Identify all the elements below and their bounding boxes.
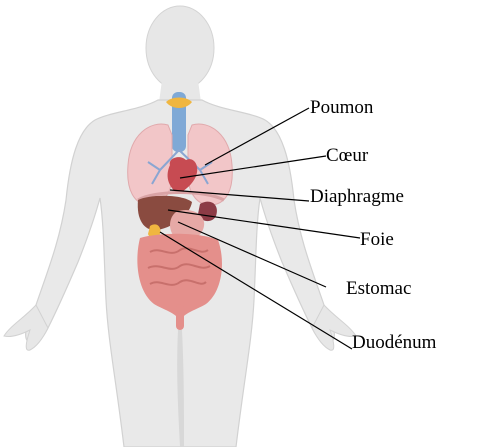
label-coeur: Cœur bbox=[326, 146, 368, 165]
head bbox=[146, 6, 214, 90]
label-foie: Foie bbox=[360, 230, 394, 249]
label-poumon: Poumon bbox=[310, 98, 373, 117]
label-diaphragme: Diaphragme bbox=[310, 187, 404, 206]
label-duodenum: Duodénum bbox=[352, 333, 436, 352]
rectum bbox=[176, 304, 184, 330]
label-estomac: Estomac bbox=[346, 279, 411, 298]
